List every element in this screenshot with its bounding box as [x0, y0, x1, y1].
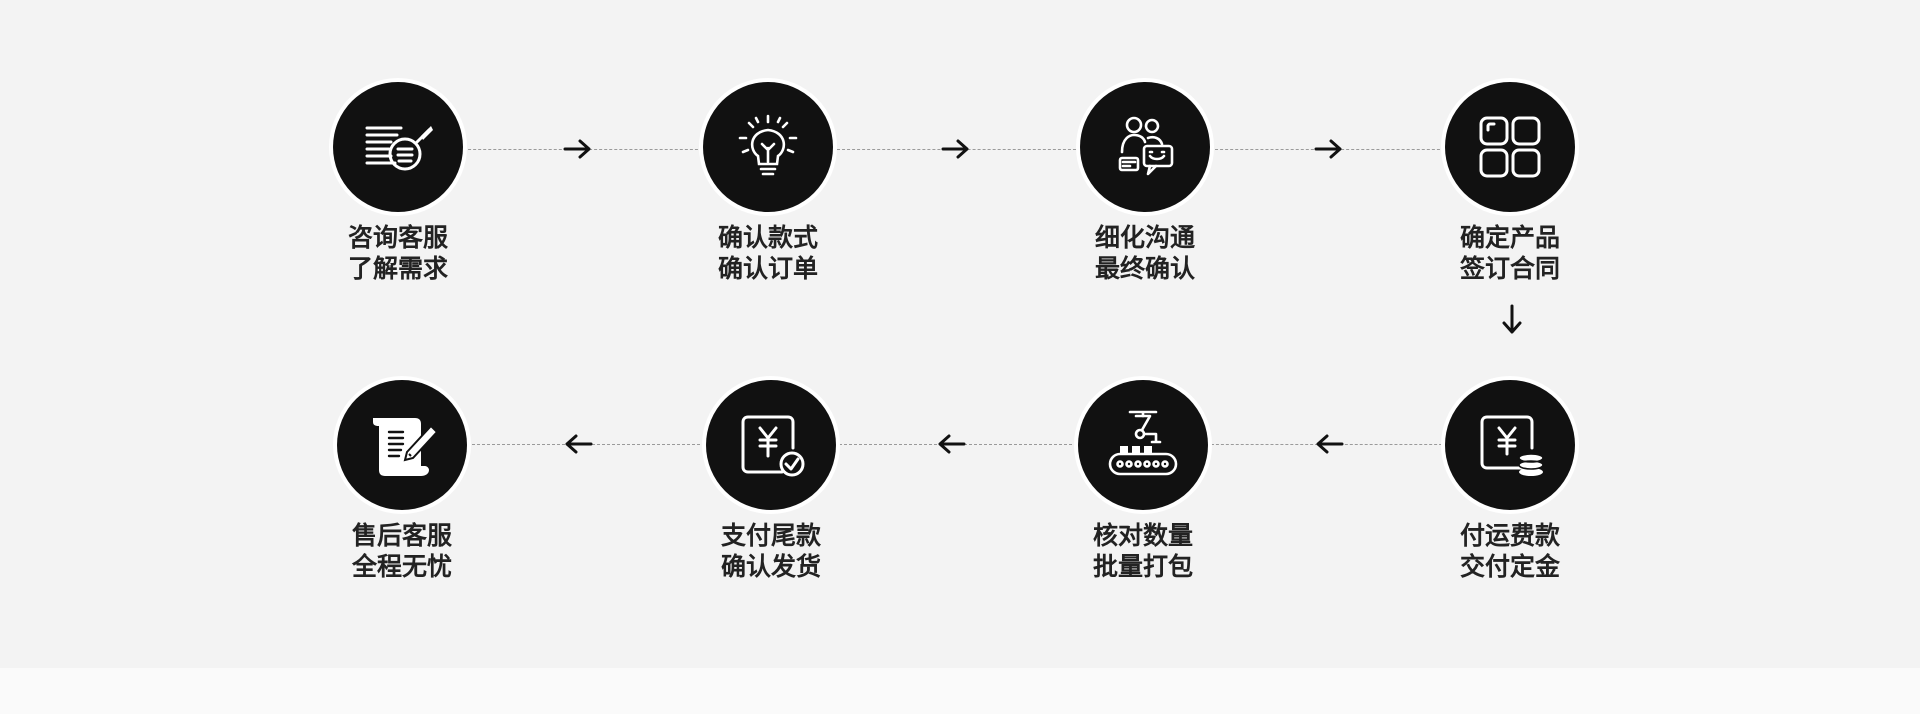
step-deposit: 付运费款 交付定金	[1410, 380, 1610, 600]
step-title: 确定产品	[1459, 223, 1560, 252]
bottom-band	[0, 668, 1920, 714]
step-label: 付运费款 交付定金	[1410, 520, 1610, 582]
grid-icon	[1479, 116, 1541, 178]
robot-arm-conveyor-icon	[1108, 410, 1178, 476]
step-title: 付运费款	[1459, 521, 1560, 550]
step-label: 确定产品 签订合同	[1410, 222, 1610, 284]
step-consult: 咨询客服 了解需求	[298, 82, 498, 302]
step-icon-circle	[703, 82, 833, 212]
step-subtitle: 交付定金	[1459, 552, 1560, 581]
step-title: 核对数量	[1092, 521, 1193, 550]
step-packing: 核对数量 批量打包	[1043, 380, 1243, 600]
step-icon-circle	[1078, 380, 1208, 510]
step-label: 支付尾款 确认发货	[671, 520, 871, 582]
step-label: 核对数量 批量打包	[1043, 520, 1243, 582]
step-label: 细化沟通 最终确认	[1045, 222, 1245, 284]
step-icon-circle	[1445, 82, 1575, 212]
step-subtitle: 最终确认	[1094, 254, 1195, 283]
step-label: 咨询客服 了解需求	[298, 222, 498, 284]
document-search-icon	[365, 126, 433, 171]
step-title: 支付尾款	[720, 521, 821, 550]
step-title: 确认款式	[717, 223, 818, 252]
arrow-left-icon	[934, 432, 968, 456]
step-icon-circle	[333, 82, 463, 212]
step-title: 售后客服	[351, 521, 452, 550]
step-title: 细化沟通	[1094, 223, 1195, 252]
step-subtitle: 批量打包	[1092, 552, 1193, 581]
lightbulb-icon	[738, 114, 798, 176]
arrow-right-icon	[1312, 137, 1346, 161]
step-icon-circle	[1445, 380, 1575, 510]
step-confirm-style: 确认款式 确认订单	[668, 82, 868, 302]
arrow-right-icon	[939, 137, 973, 161]
step-title: 咨询客服	[347, 223, 448, 252]
step-label: 确认款式 确认订单	[668, 222, 868, 284]
step-label: 售后客服 全程无忧	[302, 520, 502, 582]
step-subtitle: 全程无忧	[351, 552, 452, 581]
arrow-left-icon	[1312, 432, 1346, 456]
step-communicate: 细化沟通 最终确认	[1045, 82, 1245, 302]
yen-coins-icon	[1480, 415, 1544, 476]
arrow-left-icon	[561, 432, 595, 456]
step-subtitle: 确认发货	[720, 552, 821, 581]
arrow-down-icon	[1500, 303, 1524, 337]
arrow-right-icon	[561, 137, 595, 161]
step-after-sales: 售后客服 全程无忧	[302, 380, 502, 600]
step-icon-circle	[337, 380, 467, 510]
step-subtitle: 签订合同	[1459, 254, 1560, 283]
step-subtitle: 确认订单	[717, 254, 818, 283]
yen-check-icon	[741, 415, 805, 477]
step-contract: 确定产品 签订合同	[1410, 82, 1610, 302]
step-icon-circle	[1080, 82, 1210, 212]
step-icon-circle	[706, 380, 836, 510]
chat-people-icon	[1118, 116, 1174, 176]
scroll-pen-icon	[373, 418, 439, 476]
step-final-payment: 支付尾款 确认发货	[671, 380, 871, 600]
step-subtitle: 了解需求	[347, 254, 448, 283]
